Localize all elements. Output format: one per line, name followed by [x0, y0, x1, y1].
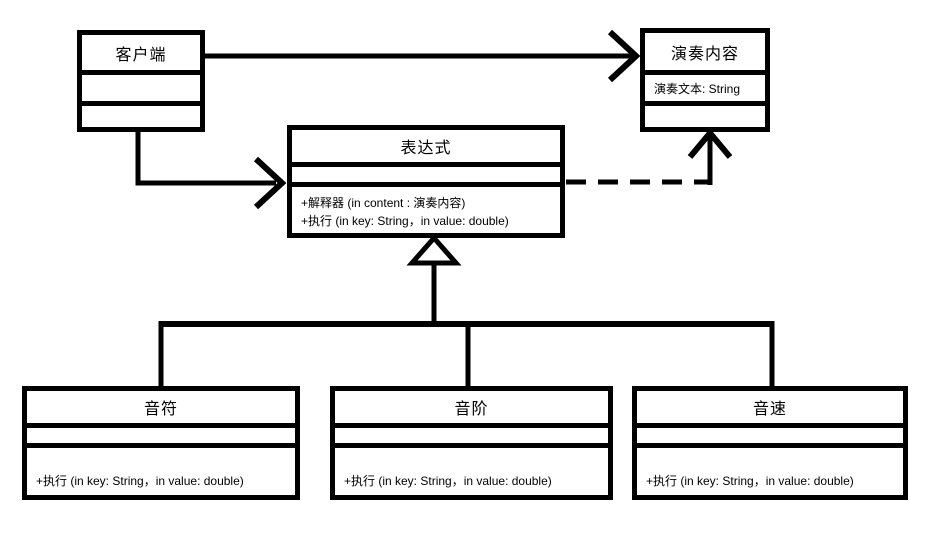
class-methods: +解释器 (in content : 演奏内容) +执行 (in key: St… [292, 182, 560, 233]
class-methods: +执行 (in key: String，in value: double) [637, 443, 903, 495]
class-methods [645, 101, 765, 127]
class-box-client: 客户端 [77, 30, 205, 132]
attribute-item: 演奏文本: String [654, 81, 741, 96]
class-attributes [27, 423, 295, 443]
method-item: +执行 (in key: String，in value: double) [301, 214, 509, 228]
class-methods: +执行 (in key: String，in value: double) [27, 443, 295, 495]
method-item: +执行 (in key: String，in value: double) [344, 474, 552, 488]
association-client-to-content [205, 29, 641, 83]
open-arrowhead-icon [253, 156, 287, 210]
generalization-subclasses-to-expression [158, 234, 775, 388]
class-box-content: 演奏内容 演奏文本: String [640, 28, 770, 132]
class-attributes [82, 70, 200, 101]
class-title: 演奏内容 [670, 45, 739, 63]
class-title: 音符 [143, 401, 178, 418]
method-item: +执行 (in key: String，in value: double) [36, 474, 244, 488]
class-title: 客户端 [115, 46, 167, 64]
class-title: 音速 [752, 401, 787, 418]
open-arrowhead-icon [607, 29, 641, 83]
hollow-triangle-icon [406, 234, 462, 266]
class-title: 表达式 [400, 140, 452, 157]
class-box-note: 音符 +执行 (in key: String，in value: double) [22, 386, 300, 500]
open-arrowhead-icon [687, 128, 733, 159]
class-attributes [335, 423, 608, 443]
class-title: 音阶 [454, 401, 489, 418]
association-client-to-expression [135, 128, 287, 210]
class-methods [82, 101, 200, 127]
class-methods: +执行 (in key: String，in value: double) [335, 443, 608, 495]
class-box-scale: 音阶 +执行 (in key: String，in value: double) [330, 386, 613, 500]
class-attributes [292, 162, 560, 182]
class-box-expression: 表达式 +解释器 (in content : 演奏内容) +执行 (in key… [287, 125, 565, 238]
class-attributes [637, 423, 903, 443]
method-item: +执行 (in key: String，in value: double) [646, 474, 854, 488]
class-attributes: 演奏文本: String [645, 70, 765, 101]
class-box-tempo: 音速 +执行 (in key: String，in value: double) [632, 386, 908, 500]
dependency-expression-to-content [566, 128, 733, 185]
method-item: +解释器 (in content : 演奏内容) [301, 196, 466, 210]
